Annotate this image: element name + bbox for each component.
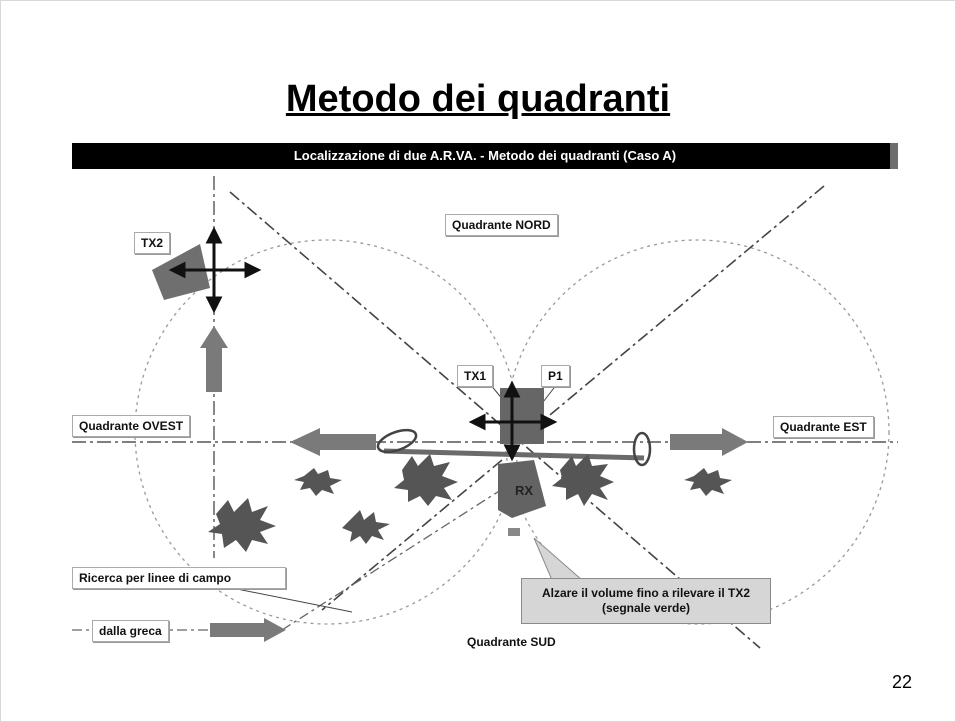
field-lines-pointer — [221, 585, 353, 613]
label-p1: P1 — [541, 365, 570, 387]
header-edge — [890, 143, 898, 169]
label-west: Quadrante OVEST — [72, 415, 191, 437]
rx-small-arrow — [508, 528, 520, 536]
label-south: Quadrante SUD — [467, 635, 556, 649]
diagonal-ne-sw — [531, 185, 825, 431]
greca-arrow — [210, 618, 286, 642]
west-axis-arrow — [290, 428, 376, 456]
label-tx2: TX2 — [134, 232, 171, 254]
quadrant-diagram: Localizzazione di due A.R.VA. - Metodo d… — [72, 140, 898, 668]
tx2-cross-arrows — [168, 226, 262, 314]
volume-callout: Alzare il volume fino a rilevare il TX2 … — [521, 578, 771, 624]
label-east: Quadrante EST — [773, 416, 874, 438]
label-rx: RX — [514, 483, 534, 498]
rx-device — [498, 460, 546, 518]
page-number: 22 — [891, 672, 912, 692]
diagonal-sw — [321, 459, 503, 611]
diagonal-nw-se — [229, 191, 761, 649]
callout-pointer — [533, 537, 584, 581]
tx1-cross-arrows — [468, 380, 558, 462]
west-up-arrow — [200, 326, 228, 392]
label-north: Quadrante NORD — [445, 214, 558, 236]
label-field-lines: Ricerca per linee di campo — [72, 567, 286, 589]
debris-cluster — [208, 454, 732, 552]
east-axis-arrow — [670, 428, 748, 456]
diagram-graphics — [72, 176, 898, 649]
label-tx1: TX1 — [457, 365, 494, 387]
slide-title: Metodo dei quadranti — [285, 78, 671, 120]
diagram-header: Localizzazione di due A.R.VA. - Metodo d… — [72, 143, 898, 169]
label-greca: dalla greca — [92, 620, 169, 642]
greca-path — [281, 469, 533, 631]
